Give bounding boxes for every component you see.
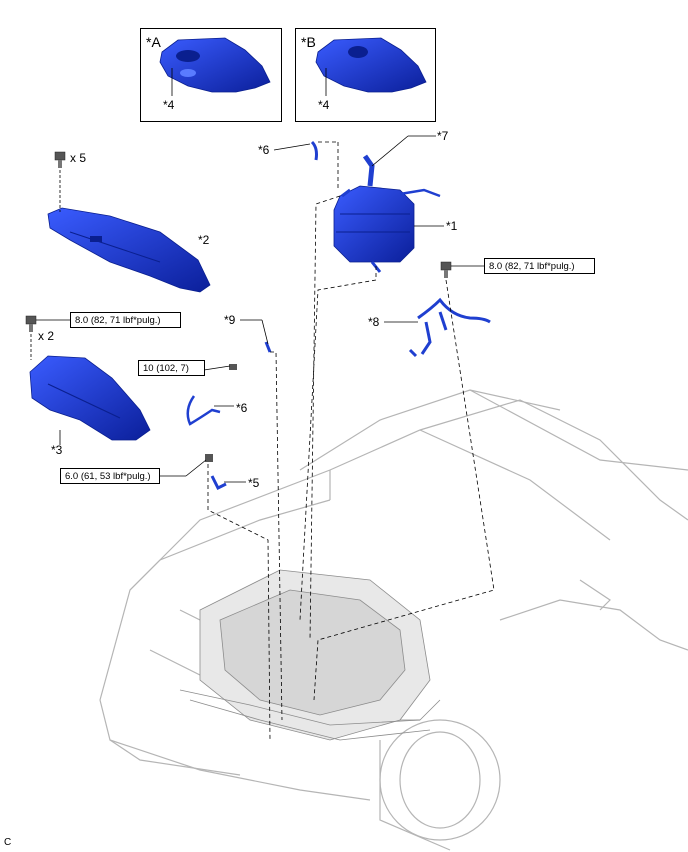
torque-spec-left: 8.0 (82, 71 lbf*pulg.): [70, 312, 181, 328]
callout-6-lower: *6: [236, 401, 248, 415]
hose-part: [186, 395, 221, 426]
inset-tag-b: *B: [301, 34, 316, 50]
radiator-cover-part: [47, 207, 211, 293]
inset-tag-a: *A: [146, 34, 161, 50]
callout-3: *3: [51, 443, 63, 457]
quantity-x2: x 2: [38, 329, 55, 343]
engine-cover-b: [315, 37, 427, 93]
torque-spec-six: 6.0 (61, 53 lbf*pulg.): [60, 468, 160, 484]
vehicle-illustration: [99, 389, 688, 851]
bolt-icon: [54, 151, 66, 168]
bolt-icon: [25, 315, 37, 332]
callout-1: *1: [446, 219, 458, 233]
callout-9: *9: [224, 313, 236, 327]
callout-5: *5: [248, 476, 260, 490]
wire-harness-part: [408, 297, 491, 358]
engine-cover-a: [159, 37, 271, 93]
callout-4-b: *4: [318, 98, 330, 112]
air-cleaner-part: [333, 154, 441, 273]
clip-part: [264, 341, 272, 353]
hose-part: [310, 140, 318, 161]
torque-spec-right: 8.0 (82, 71 lbf*pulg.): [484, 258, 595, 274]
torque-spec-nine: 10 (102, 7): [138, 360, 205, 376]
callout-8: *8: [368, 315, 380, 329]
nut-icon: [205, 454, 213, 462]
engine-bay: [179, 569, 441, 741]
figure-code: C: [4, 837, 12, 848]
callout-7: *7: [437, 129, 449, 143]
bolt-icon: [440, 261, 452, 278]
bolt-icon: [229, 364, 237, 370]
installation-guide-lines: [207, 141, 495, 741]
callout-6-top: *6: [258, 143, 270, 157]
callout-4-a: *4: [163, 98, 175, 112]
quantity-x5: x 5: [70, 151, 87, 165]
bracket-part: [210, 475, 227, 491]
callout-2: *2: [198, 233, 210, 247]
inset-box-a: [140, 28, 282, 122]
air-duct-part: [29, 355, 151, 441]
inset-box-b: [295, 28, 436, 122]
